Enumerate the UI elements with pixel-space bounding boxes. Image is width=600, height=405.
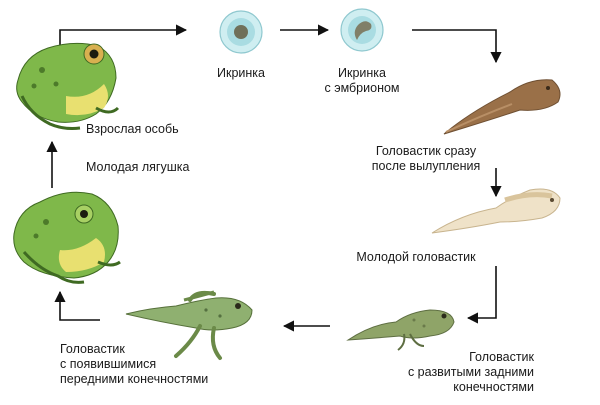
label-adult: Взрослая особь	[86, 122, 179, 136]
young-tadpole-illustration	[431, 188, 561, 234]
young-frog-illustration	[13, 191, 121, 284]
egg-embryo-illustration	[340, 8, 384, 52]
arrow-embryo-to-hatched	[412, 29, 502, 64]
label-young-frog: Молодая лягушка	[86, 160, 190, 174]
adult-frog-illustration	[16, 42, 120, 130]
label-egg-embryo: Икринка с эмбрионом	[324, 66, 400, 95]
arrow-adult-to-egg	[59, 24, 188, 48]
label-hindlegs-tadpole: Головастик с развитыми задними конечност…	[407, 350, 534, 394]
hatched-tadpole-illustration	[443, 79, 561, 135]
cycle-arrows	[46, 24, 502, 332]
label-egg: Икринка	[217, 66, 265, 80]
hindlegs-tadpole-illustration	[346, 309, 455, 351]
arrow-frontlegs-to-youngfrog	[54, 290, 100, 321]
frontlegs-tadpole-illustration	[125, 290, 253, 360]
label-hatched-tadpole: Головастик сразу после вылупления	[371, 144, 481, 173]
egg-illustration	[219, 10, 263, 54]
label-frontlegs-tadpole: Головастик с появившимися передними коне…	[60, 342, 209, 386]
label-young-tadpole: Молодой головастик	[356, 250, 476, 264]
arrow-young-to-hindlegs	[466, 266, 497, 324]
